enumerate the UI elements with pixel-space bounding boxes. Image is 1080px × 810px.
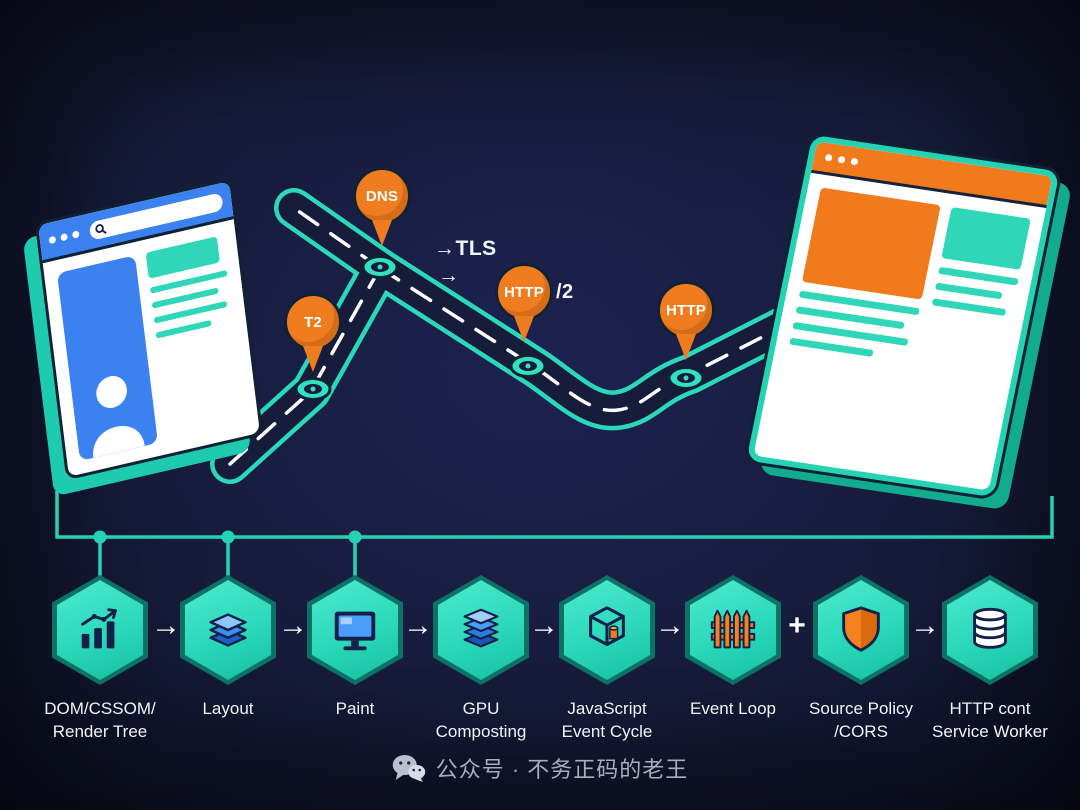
browser-window-left [34,177,264,481]
flow-arrow: → [151,609,181,642]
flow-arrow: → [529,609,559,642]
hex-tile [685,575,781,685]
pin-tail [676,334,696,360]
bar-chart-icon [81,608,117,649]
road-node-http [667,366,705,390]
content-lines [145,235,246,440]
hex-tile [559,575,655,685]
tls-annotation: →TLS [434,237,497,260]
database-icon [973,607,1007,649]
watermark-text: 公众号 · 不务正码的老王 [435,757,689,782]
flow-plus: + [788,609,806,642]
hex-tile [180,575,276,685]
pin-tail [372,220,392,246]
browser-titlebar [38,181,234,264]
content-line [789,337,875,357]
flow-arrow: → [278,609,308,642]
fence-icon [710,609,756,649]
pin-label: HTTP [657,281,715,339]
pipeline-step-dom-cssom: DOM/CSSOM/Render Tree [25,575,175,744]
monitor-icon [334,611,376,651]
arrow-annotation: → [438,264,460,287]
address-bar [88,191,224,241]
hex-tile [433,575,529,685]
pin-label: T2 [284,293,342,351]
window-dot [71,230,80,239]
watermark: 公众号 · 不务正码的老王 [392,752,689,784]
content-line [934,282,1003,300]
browser-card [34,177,264,481]
step-label: DOM/CSSOM/Render Tree [44,699,156,741]
step-label: Source Policy/CORS [809,699,913,741]
road-node-http2 [509,354,547,378]
window-dot [48,235,57,245]
pin-label: DNS [353,167,411,225]
content-line [155,319,212,339]
browser-content [753,173,1046,491]
content-block [145,236,220,279]
window-dot [850,157,859,166]
gpu-layers-icon [463,608,499,648]
pipeline-step-cors: Source Policy/CORS [786,575,936,744]
hex-tile [307,575,403,685]
browser-content [43,219,260,477]
step-label: Layout [202,699,254,718]
pin-tail [514,316,534,342]
layers-icon [209,613,247,647]
hero-block [801,187,941,300]
window-dot [837,155,846,164]
content-line [937,266,1019,286]
avatar [56,255,158,461]
hex-tile [942,575,1038,685]
pipeline-step-layout: Layout [153,575,303,721]
road-node-t2 [294,377,332,401]
person-icon [93,376,145,458]
map-pin-t2: T2 [284,293,342,372]
http2-suffix-label: /2 [556,281,574,303]
pipeline-step-paint: Paint [280,575,430,721]
road-node-dns [361,255,399,279]
flow-arrow: → [655,609,685,642]
flow-arrow: → [403,609,433,642]
content-block [940,206,1031,270]
hex-tile [52,575,148,685]
cube-icon [589,606,625,647]
flow-arrow: → [910,609,940,642]
wechat-icon [392,755,426,782]
step-label: Event Loop [689,699,776,718]
step-label: Paint [335,699,375,718]
pipeline-step-event-loop: Event Loop [658,575,808,721]
shield-icon [842,606,880,652]
pin-label: HTTP [495,263,553,321]
window-dot [824,153,833,162]
map-pin-dns: DNS [353,167,411,246]
hex-tile [813,575,909,685]
search-icon [95,223,107,234]
map-pin-http2: HTTP [495,263,553,342]
map-pin-http: HTTP [657,281,715,360]
content-line [931,298,1006,316]
pin-tail [303,346,323,372]
window-dot [60,232,68,242]
